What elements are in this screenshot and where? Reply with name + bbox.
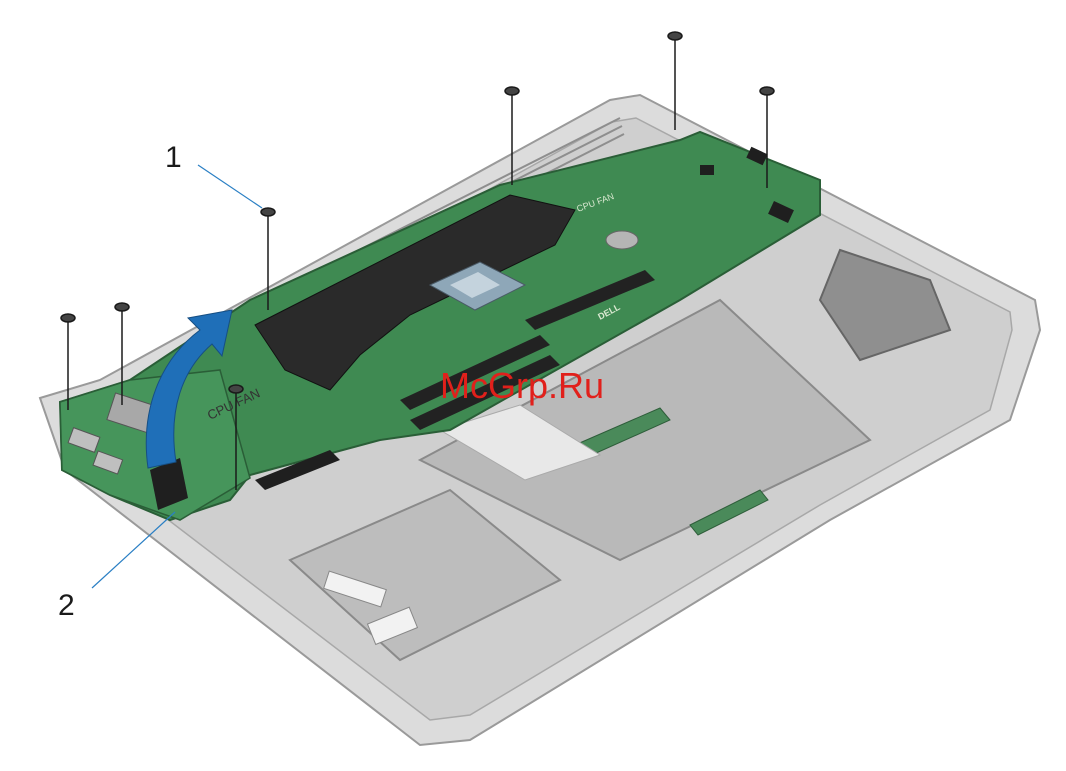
callout-2: 2 bbox=[58, 512, 175, 622]
coin-cell-battery bbox=[606, 231, 638, 249]
callout-1: 1 bbox=[165, 141, 262, 208]
audio-connector bbox=[700, 165, 714, 175]
callout-1-leader bbox=[198, 165, 262, 208]
callout-2-number: 2 bbox=[58, 589, 75, 622]
callout-1-number: 1 bbox=[165, 141, 182, 174]
watermark: McGrp.Ru bbox=[440, 365, 604, 406]
